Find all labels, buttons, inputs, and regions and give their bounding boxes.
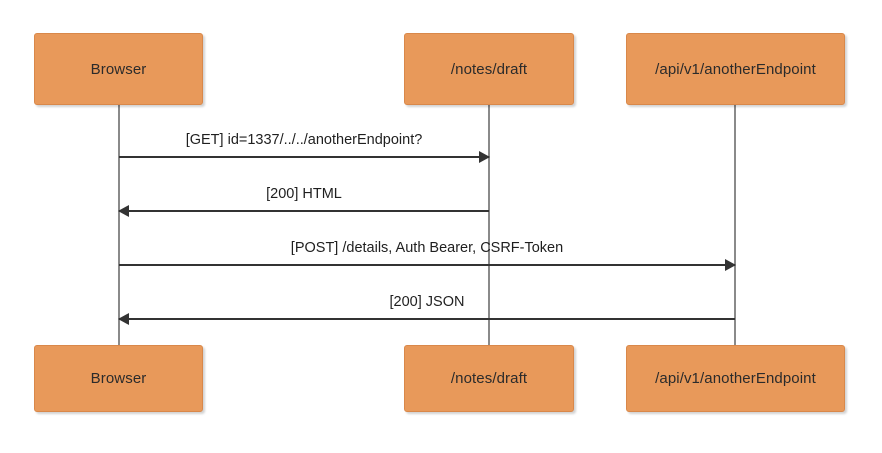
message-line-2	[119, 210, 489, 212]
arrow-head-left-icon-4	[118, 313, 129, 325]
message-label-2: [200] HTML	[266, 186, 342, 203]
message-line-4	[119, 318, 735, 320]
lifeline-api-another-endpoint	[734, 105, 736, 345]
participant-label-browser-bottom: Browser	[90, 370, 147, 387]
message-label-3: [POST] /details, Auth Bearer, CSRF-Token	[290, 240, 564, 257]
participant-label-notes-draft-bottom: /notes/draft	[450, 370, 528, 387]
participant-label-api-another-endpoint-top: /api/v1/anotherEndpoint	[655, 60, 816, 78]
participant-box-api-another-endpoint-top[interactable]: /api/v1/anotherEndpoint	[626, 33, 845, 105]
lifeline-browser	[118, 105, 120, 345]
participant-label-api-another-endpoint-bottom: /api/v1/anotherEndpoint	[655, 370, 816, 387]
arrow-head-left-icon-2	[118, 205, 129, 217]
participant-label-notes-draft-top: /notes/draft	[450, 60, 528, 78]
participant-box-api-another-endpoint-bottom[interactable]: /api/v1/anotherEndpoint	[626, 345, 845, 412]
arrow-head-right-icon-3	[725, 259, 736, 271]
participant-box-notes-draft-top[interactable]: /notes/draft	[404, 33, 574, 105]
message-line-3	[119, 264, 735, 266]
message-line-1	[119, 156, 489, 158]
message-label-1: [GET] id=1337/../../anotherEndpoint?	[185, 132, 423, 149]
participant-box-browser-bottom[interactable]: Browser	[34, 345, 203, 412]
participant-box-browser-top[interactable]: Browser	[34, 33, 203, 105]
message-label-4: [200] JSON	[389, 294, 465, 311]
participant-label-browser-top: Browser	[90, 60, 147, 78]
participant-box-notes-draft-bottom[interactable]: /notes/draft	[404, 345, 574, 412]
lifeline-notes-draft	[488, 105, 490, 345]
arrow-head-right-icon-1	[479, 151, 490, 163]
